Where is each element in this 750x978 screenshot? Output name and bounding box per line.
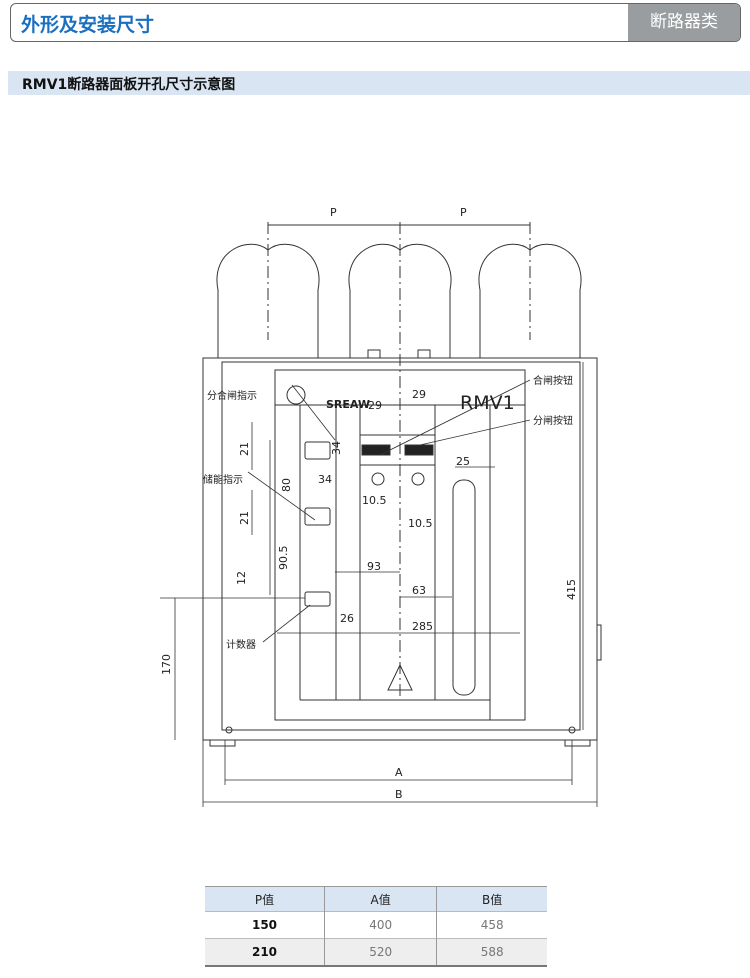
dimension-labels: P P A B 29 29 34 34 21 21 80 90.5 12 26 … [160, 206, 578, 801]
cell-p: 150 [205, 911, 325, 939]
dimension-lines [160, 362, 598, 807]
dim-90-5: 90.5 [277, 546, 290, 571]
brand-label: SREAW [326, 398, 370, 411]
dim-285: 285 [412, 620, 433, 633]
label-counter: 计数器 [226, 638, 256, 651]
dim-10-5b: 10.5 [408, 517, 433, 530]
dim-29b: 29 [412, 388, 426, 401]
table-row: 150 400 458 [205, 911, 547, 939]
page-title: 外形及安装尺寸 [21, 14, 155, 36]
dim-34a: 34 [318, 473, 332, 486]
dim-80: 80 [280, 478, 293, 492]
label-energy-indicator: 储能指示 [203, 473, 243, 486]
bushings [216, 222, 582, 700]
page-header: 外形及安装尺寸 断路器类 [10, 3, 741, 42]
dimension-table: P值 A值 B值 150 400 458 210 520 588 [205, 886, 547, 967]
section-title: RMV1断路器面板开孔尺寸示意图 [22, 77, 236, 93]
cell-a: 400 [323, 911, 437, 939]
col-header-b: B值 [436, 886, 547, 912]
table-header-row: P值 A值 B值 [205, 886, 547, 912]
dim-26: 26 [340, 612, 354, 625]
category-tab: 断路器类 [628, 4, 740, 41]
dim-a: A [395, 766, 403, 779]
dim-415: 415 [565, 579, 578, 600]
dim-21a: 21 [238, 442, 251, 456]
breaker-body [202, 357, 602, 747]
dim-10-5a: 10.5 [362, 494, 387, 507]
dim-25: 25 [456, 455, 470, 468]
dim-170: 170 [160, 654, 173, 675]
label-close-button: 合闸按钮 [533, 374, 573, 387]
dim-b: B [395, 788, 403, 801]
cell-a: 520 [323, 938, 437, 966]
col-header-p: P值 [205, 886, 325, 912]
dim-29a: 29 [368, 399, 382, 412]
dim-p-left: P [330, 206, 337, 219]
dim-34b: 34 [330, 441, 343, 455]
label-position-indicator: 分合闸指示 [207, 389, 257, 402]
col-header-a: A值 [323, 886, 437, 912]
section-heading: RMV1断路器面板开孔尺寸示意图 [8, 71, 750, 95]
dim-63: 63 [412, 584, 426, 597]
dim-p-right: P [460, 206, 467, 219]
dim-21b: 21 [238, 511, 251, 525]
table-row: 210 520 588 [205, 938, 547, 966]
cell-p: 210 [205, 938, 325, 966]
dim-12: 12 [235, 571, 248, 585]
model-label: RMV1 [460, 392, 515, 414]
label-open-button: 分闸按钮 [533, 414, 573, 427]
dim-93: 93 [367, 560, 381, 573]
cell-b: 588 [436, 938, 547, 966]
cell-b: 458 [436, 911, 547, 939]
